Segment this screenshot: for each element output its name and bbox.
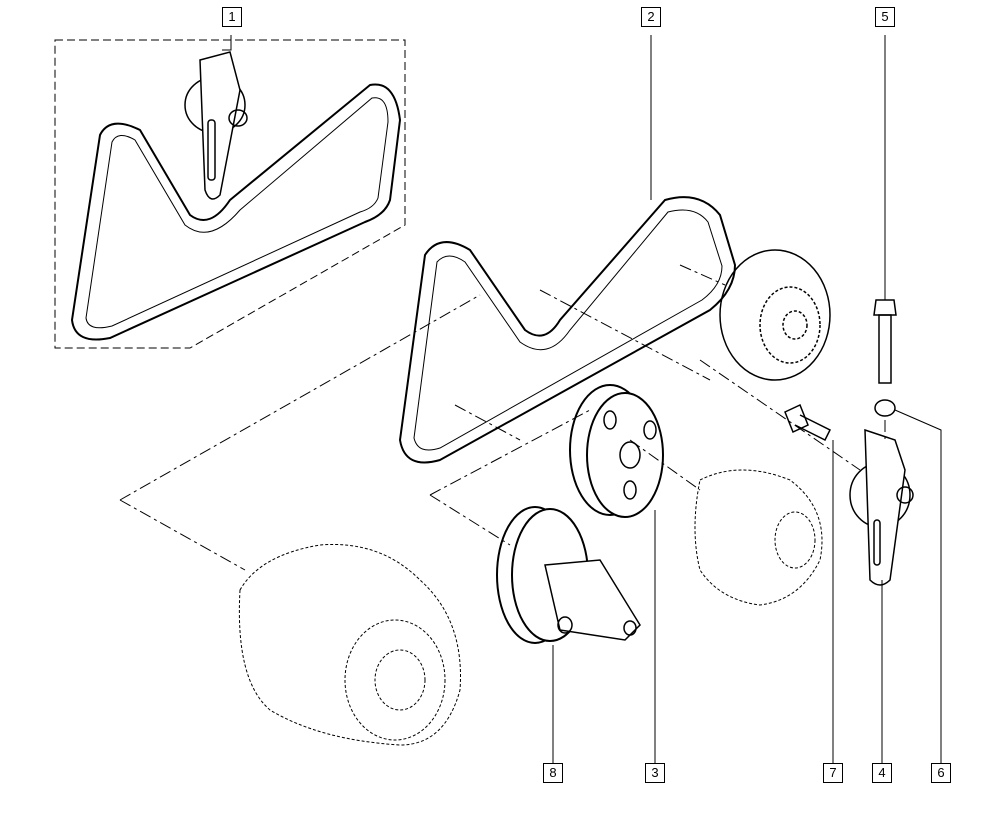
- kit-tensioner: [184, 51, 248, 200]
- washer-6: [874, 399, 896, 417]
- power-steering-pulley: [569, 384, 664, 518]
- callout-3: 3: [645, 763, 665, 783]
- callout-1: 1: [222, 7, 242, 27]
- alignment-lines: [119, 264, 886, 571]
- alternator: [238, 543, 461, 746]
- callout-4: 4: [872, 763, 892, 783]
- kit-belt: [70, 83, 402, 341]
- water-pump-pulley: [496, 506, 641, 644]
- kit-dashed-frame: [54, 39, 406, 349]
- power-steering-pump: [694, 469, 823, 606]
- callout-6: 6: [931, 763, 951, 783]
- bolt-7: [784, 403, 832, 442]
- callout-5: 5: [875, 7, 895, 27]
- callout-8: 8: [543, 763, 563, 783]
- tensioner-assembly: [849, 428, 914, 586]
- leader-lines: [222, 35, 942, 763]
- callout-7: 7: [823, 763, 843, 783]
- bolt-5: [873, 299, 897, 384]
- accessory-belt: [398, 196, 737, 464]
- crankshaft-pulley: [719, 249, 831, 381]
- callout-2: 2: [641, 7, 661, 27]
